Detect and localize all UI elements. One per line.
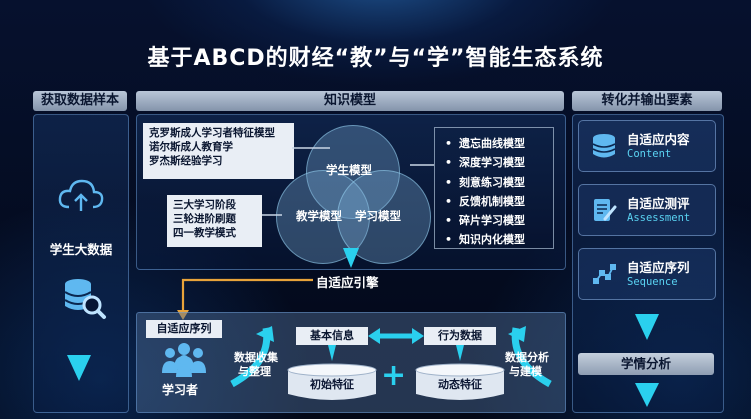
connector-down <box>328 345 336 361</box>
output-card-sequence: 自适应序列 Sequence <box>578 248 716 300</box>
arrow-down-icon <box>343 248 359 268</box>
model-item: 刻意练习模型 <box>445 173 553 192</box>
plus-sign: + <box>381 358 407 393</box>
model-item: 深度学习模型 <box>445 153 553 172</box>
collect-label: 数据收集 与整理 <box>234 351 278 379</box>
output-title: 自适应序列 <box>627 260 690 275</box>
output-subtitle: Sequence <box>627 276 678 288</box>
theory-box: 克罗斯成人学习者特征模型 诺尔斯成人教育学 罗杰斯经验学习 <box>143 123 294 179</box>
left-label: 学生大数据 <box>49 242 113 257</box>
model-item: 碎片学习模型 <box>445 211 553 230</box>
cloud-icon <box>58 179 104 211</box>
output-card-assessment: 自适应测评 Assessment <box>578 184 716 236</box>
curved-arrow-left <box>230 326 274 388</box>
circle-label-learning: 学习模型 <box>355 209 401 223</box>
engine-label: 自适应引擎 <box>316 275 379 290</box>
curved-arrow-right <box>508 326 552 388</box>
output-title: 自适应内容 <box>627 132 690 147</box>
basic-info-box: 基本信息 <box>296 327 368 345</box>
analysis-line: 与建模 <box>509 365 542 378</box>
analysis-label: 数据分析 与建模 <box>505 351 549 379</box>
header-middle: 知识模型 <box>136 91 564 111</box>
edit-document-icon <box>594 199 617 221</box>
arrow-down-icon <box>635 314 659 340</box>
header-left: 获取数据样本 <box>33 91 127 111</box>
output-subtitle: Content <box>627 148 672 160</box>
learner-group-icon <box>162 343 206 377</box>
learner-label: 学习者 <box>162 383 199 397</box>
circle-label-teaching: 教学模型 <box>296 209 342 223</box>
arrow-down-icon <box>635 383 659 407</box>
adaptive-seq-box: 自适应序列 <box>146 320 222 338</box>
database-search-icon <box>64 279 106 319</box>
modes-box: 三大学习阶段 三轮进阶刷题 四一教学模式 <box>167 195 262 247</box>
connector-line <box>292 147 330 149</box>
initial-features-label: 初始特征 <box>310 378 354 391</box>
network-nodes-icon <box>593 264 616 284</box>
dynamic-features-label: 动态特征 <box>438 378 482 391</box>
output-title: 自适应测评 <box>627 196 690 211</box>
output-subtitle: Assessment <box>627 212 691 224</box>
mode-item: 四一教学模式 <box>173 227 236 239</box>
analysis-line: 数据分析 <box>505 351 549 364</box>
initial-features-cylinder <box>287 363 377 400</box>
arrow-down-icon <box>67 355 91 381</box>
mode-item: 三大学习阶段 <box>173 199 236 211</box>
theory-item: 诺尔斯成人教育学 <box>149 141 233 153</box>
collect-line: 数据收集 <box>234 351 278 364</box>
double-arrow-icon <box>368 328 424 344</box>
models-box: 遗忘曲线模型 深度学习模型 刻意练习模型 反馈机制模型 碎片学习模型 知识内化模… <box>434 127 554 249</box>
mode-item: 三轮进阶刷题 <box>173 213 236 225</box>
page-title: 基于ABCD的财经“教”与“学”智能生态系统 <box>147 46 604 71</box>
database-icon <box>592 134 616 158</box>
header-right: 转化并输出要素 <box>572 91 722 111</box>
model-item: 反馈机制模型 <box>445 192 553 211</box>
behavior-data-box: 行为数据 <box>424 327 496 345</box>
circle-label-student: 学生模型 <box>326 163 372 177</box>
connector-line <box>410 164 434 166</box>
dynamic-features-cylinder <box>415 363 505 400</box>
connector-line <box>262 214 282 216</box>
analysis-box: 学情分析 <box>578 353 714 375</box>
model-item: 知识内化模型 <box>445 230 553 249</box>
output-card-content: 自适应内容 Content <box>578 120 716 172</box>
connector-down <box>456 345 464 361</box>
feedback-arrow <box>177 278 313 320</box>
collect-line: 与整理 <box>238 365 271 378</box>
theory-item: 罗杰斯经验学习 <box>149 155 223 167</box>
theory-item: 克罗斯成人学习者特征模型 <box>149 127 275 139</box>
model-item: 遗忘曲线模型 <box>445 134 553 153</box>
